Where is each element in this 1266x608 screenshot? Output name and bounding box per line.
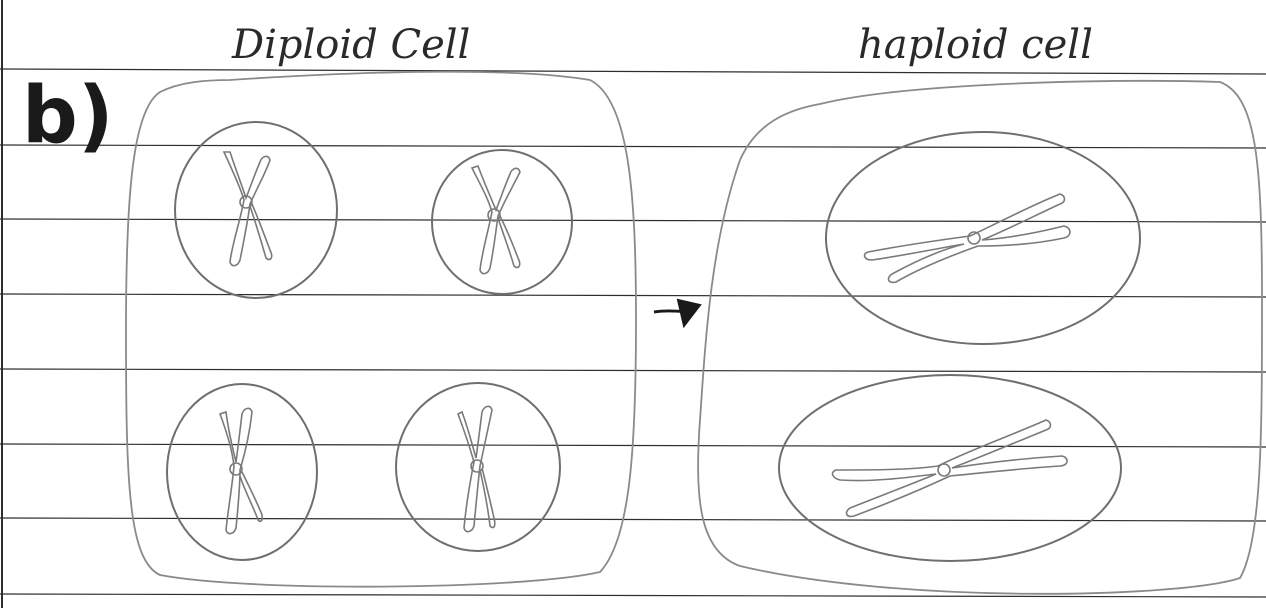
ruled-lines xyxy=(0,69,1266,597)
nucleus-membrane xyxy=(175,122,337,298)
x-chromosome xyxy=(220,408,262,533)
x-chromosome xyxy=(833,420,1068,516)
x-chromosome xyxy=(224,152,272,266)
haploid-cell xyxy=(698,81,1262,594)
chromatid xyxy=(458,406,492,531)
rule-line xyxy=(0,369,1266,372)
centromere xyxy=(938,464,950,476)
nucleus-membrane xyxy=(396,383,560,551)
rule-line xyxy=(0,145,1266,148)
chromatid xyxy=(250,204,272,260)
chromatid xyxy=(220,408,252,533)
diploid-cell-membrane xyxy=(126,72,636,587)
diploid-nucleus xyxy=(432,150,572,294)
nucleus-membrane xyxy=(826,132,1140,344)
transition-arrow xyxy=(654,300,700,326)
haploid-cell-membrane xyxy=(698,81,1262,594)
haploid-title: haploid cell xyxy=(858,22,1093,68)
diploid-title: Diploid Cell xyxy=(231,22,470,68)
rule-line xyxy=(0,69,1266,74)
haploid-nucleus xyxy=(779,375,1121,561)
part-label: b) xyxy=(22,71,113,161)
chromatid xyxy=(240,472,262,521)
rule-line xyxy=(0,294,1266,297)
diploid-nucleus xyxy=(396,383,560,551)
diploid-nucleus xyxy=(167,384,317,560)
diploid-cell xyxy=(126,72,636,587)
chromatid xyxy=(498,216,520,268)
rule-line xyxy=(0,594,1266,597)
diploid-nucleus xyxy=(175,122,337,298)
x-chromosome xyxy=(458,406,495,531)
rule-line xyxy=(0,518,1266,521)
x-chromosome xyxy=(865,194,1070,282)
arrow-head xyxy=(678,300,700,326)
haploid-nucleus xyxy=(826,132,1140,344)
nucleus-membrane xyxy=(432,150,572,294)
